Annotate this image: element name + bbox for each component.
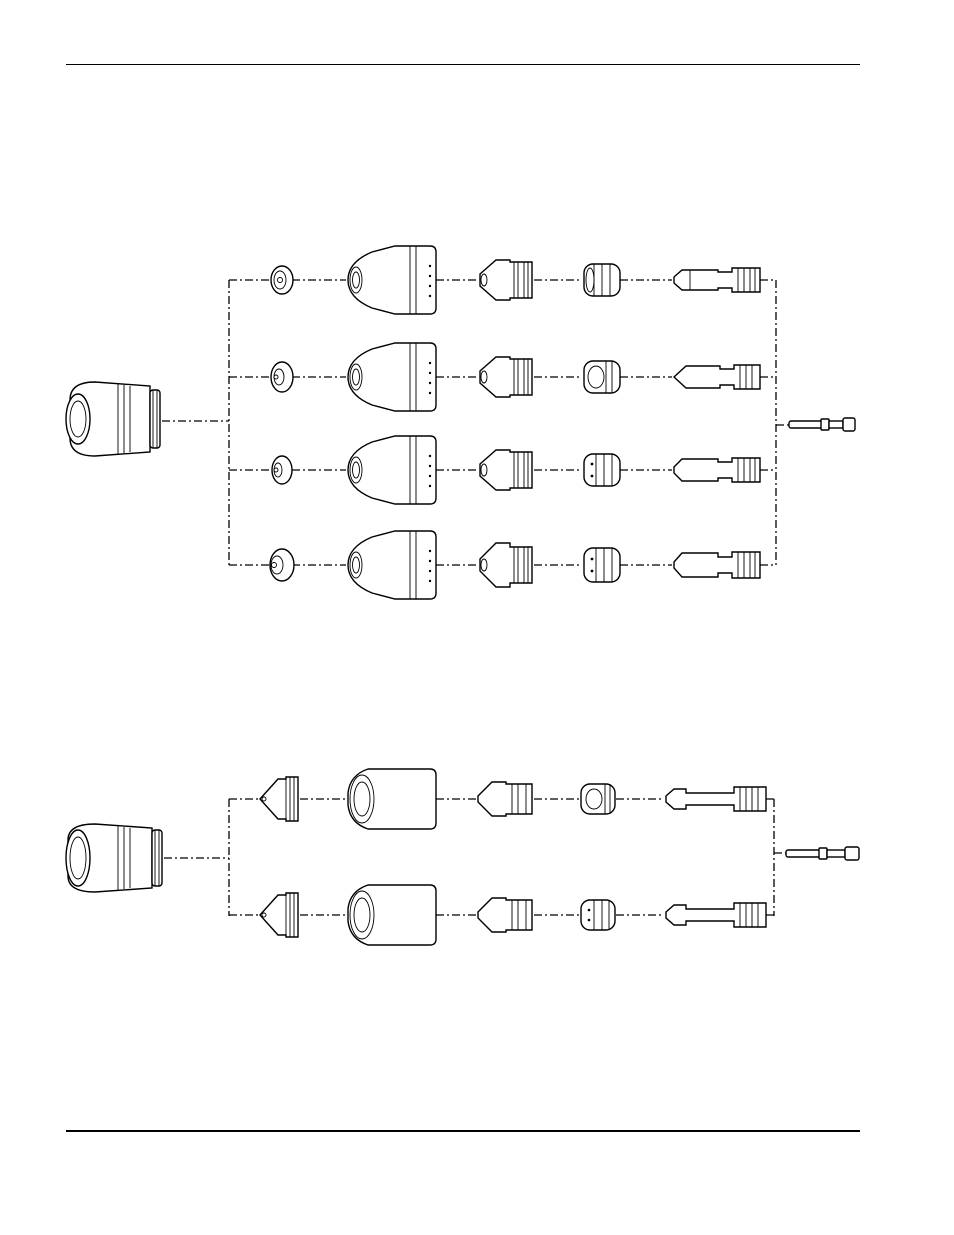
swirl-ring (583, 547, 621, 583)
header-rule (66, 64, 860, 65)
shield (259, 776, 299, 822)
retaining-cap (347, 342, 437, 412)
electrode (665, 786, 767, 812)
nozzle (479, 259, 533, 301)
nozzle (479, 542, 533, 588)
electrode (672, 364, 761, 390)
electrode (673, 551, 761, 579)
row (229, 768, 774, 830)
retaining-cap (347, 435, 437, 505)
shield (269, 548, 295, 582)
swirl-ring (583, 263, 621, 297)
upper-assembly (65, 245, 856, 600)
row (229, 884, 774, 946)
water-tube (785, 846, 860, 861)
nozzle (479, 449, 533, 491)
lower-assembly (65, 768, 860, 946)
shield (270, 361, 294, 393)
swirl-ring (583, 360, 621, 394)
electrode (665, 902, 767, 928)
shield (270, 265, 294, 295)
swirl-ring (580, 783, 616, 815)
outer-retaining-cap (65, 823, 163, 893)
nozzle (477, 781, 533, 817)
swirl-ring (583, 453, 621, 487)
nozzle (479, 356, 533, 398)
row (229, 245, 776, 315)
shield (271, 455, 293, 485)
retaining-cap (347, 245, 437, 315)
water-tube (788, 417, 856, 432)
row (229, 530, 776, 600)
footer-rule (66, 1130, 860, 1132)
electrode (673, 267, 761, 293)
outer-retaining-cap (65, 381, 161, 457)
swirl-ring (580, 899, 616, 931)
row (229, 435, 776, 505)
row (229, 342, 776, 412)
shield (259, 892, 299, 938)
nozzle (477, 897, 533, 933)
retaining-cap (347, 884, 437, 946)
retaining-cap (347, 530, 437, 600)
electrode (673, 457, 761, 483)
retaining-cap (347, 768, 437, 830)
